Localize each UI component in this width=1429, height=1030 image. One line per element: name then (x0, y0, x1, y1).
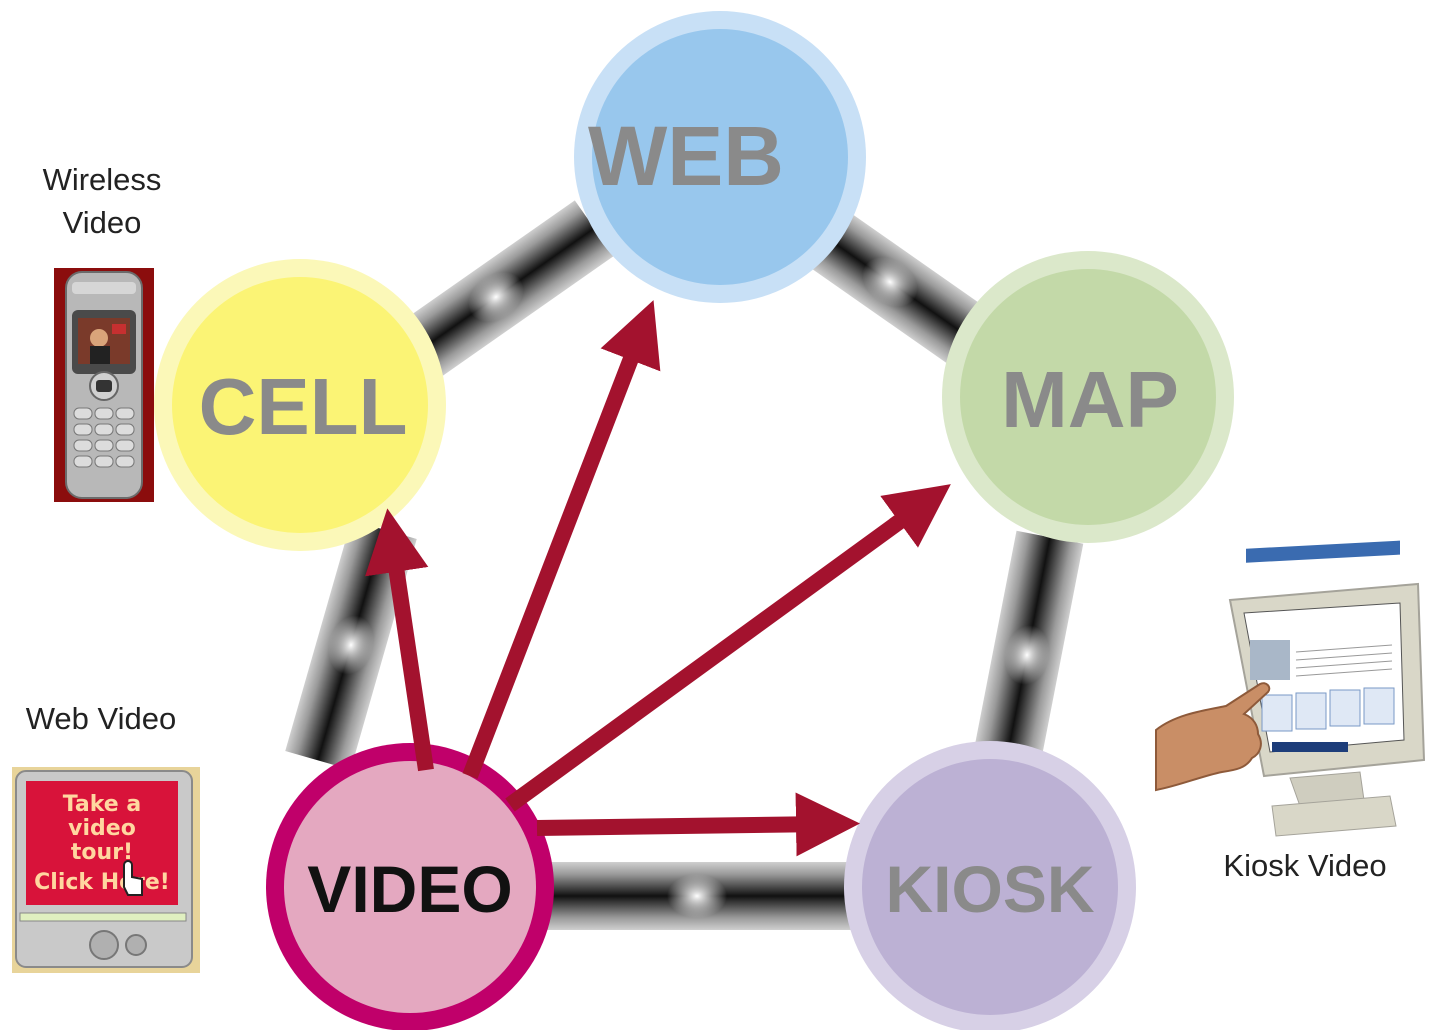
node-video-label: VIDEO (307, 852, 512, 926)
node-kiosk-label: KIOSK (885, 852, 1094, 926)
kiosk-touchscreen-image (1155, 540, 1426, 837)
web-video-button-image: Take a video tour! Click Here! (12, 767, 200, 973)
node-cell-fill (172, 277, 428, 533)
node-web-label: WEB (588, 109, 784, 203)
arrow-video-to-kiosk (536, 792, 860, 857)
connector-video-kiosk (537, 862, 857, 930)
node-kiosk-fill (862, 759, 1118, 1015)
node-web: WEB (574, 11, 866, 303)
node-map-label: MAP (1001, 355, 1179, 444)
node-kiosk: KIOSK (844, 741, 1136, 1030)
arrows (365, 300, 951, 857)
arrow-video-to-map (505, 484, 951, 812)
caption-web-video: Web Video (25, 701, 177, 736)
node-map: MAP (942, 251, 1234, 543)
node-cell: CELL (154, 259, 446, 551)
caption-wireless-line1: Wireless (42, 162, 162, 197)
node-video: VIDEO (266, 743, 554, 1030)
cell-phone-image (54, 268, 154, 502)
web-video-line1: Take a (63, 792, 141, 817)
node-map-fill (960, 269, 1216, 525)
node-cell-label: CELL (199, 362, 408, 451)
web-video-line4: Click Here! (34, 870, 170, 895)
web-video-line2: video (68, 816, 136, 841)
caption-wireless-video: Wireless Video (22, 158, 182, 244)
arrow-video-to-cell (365, 508, 434, 772)
web-video-line3: tour! (71, 840, 133, 865)
arrow-video-to-web (462, 300, 661, 779)
connector-map-kiosk (970, 530, 1084, 780)
connector-cell-video (285, 520, 417, 770)
node-web-fill (592, 29, 848, 285)
node-video-fill (284, 761, 536, 1013)
connector-web-cell (378, 200, 614, 394)
caption-kiosk-video: Kiosk Video (1223, 848, 1387, 883)
caption-wireless-line2: Video (62, 205, 142, 240)
